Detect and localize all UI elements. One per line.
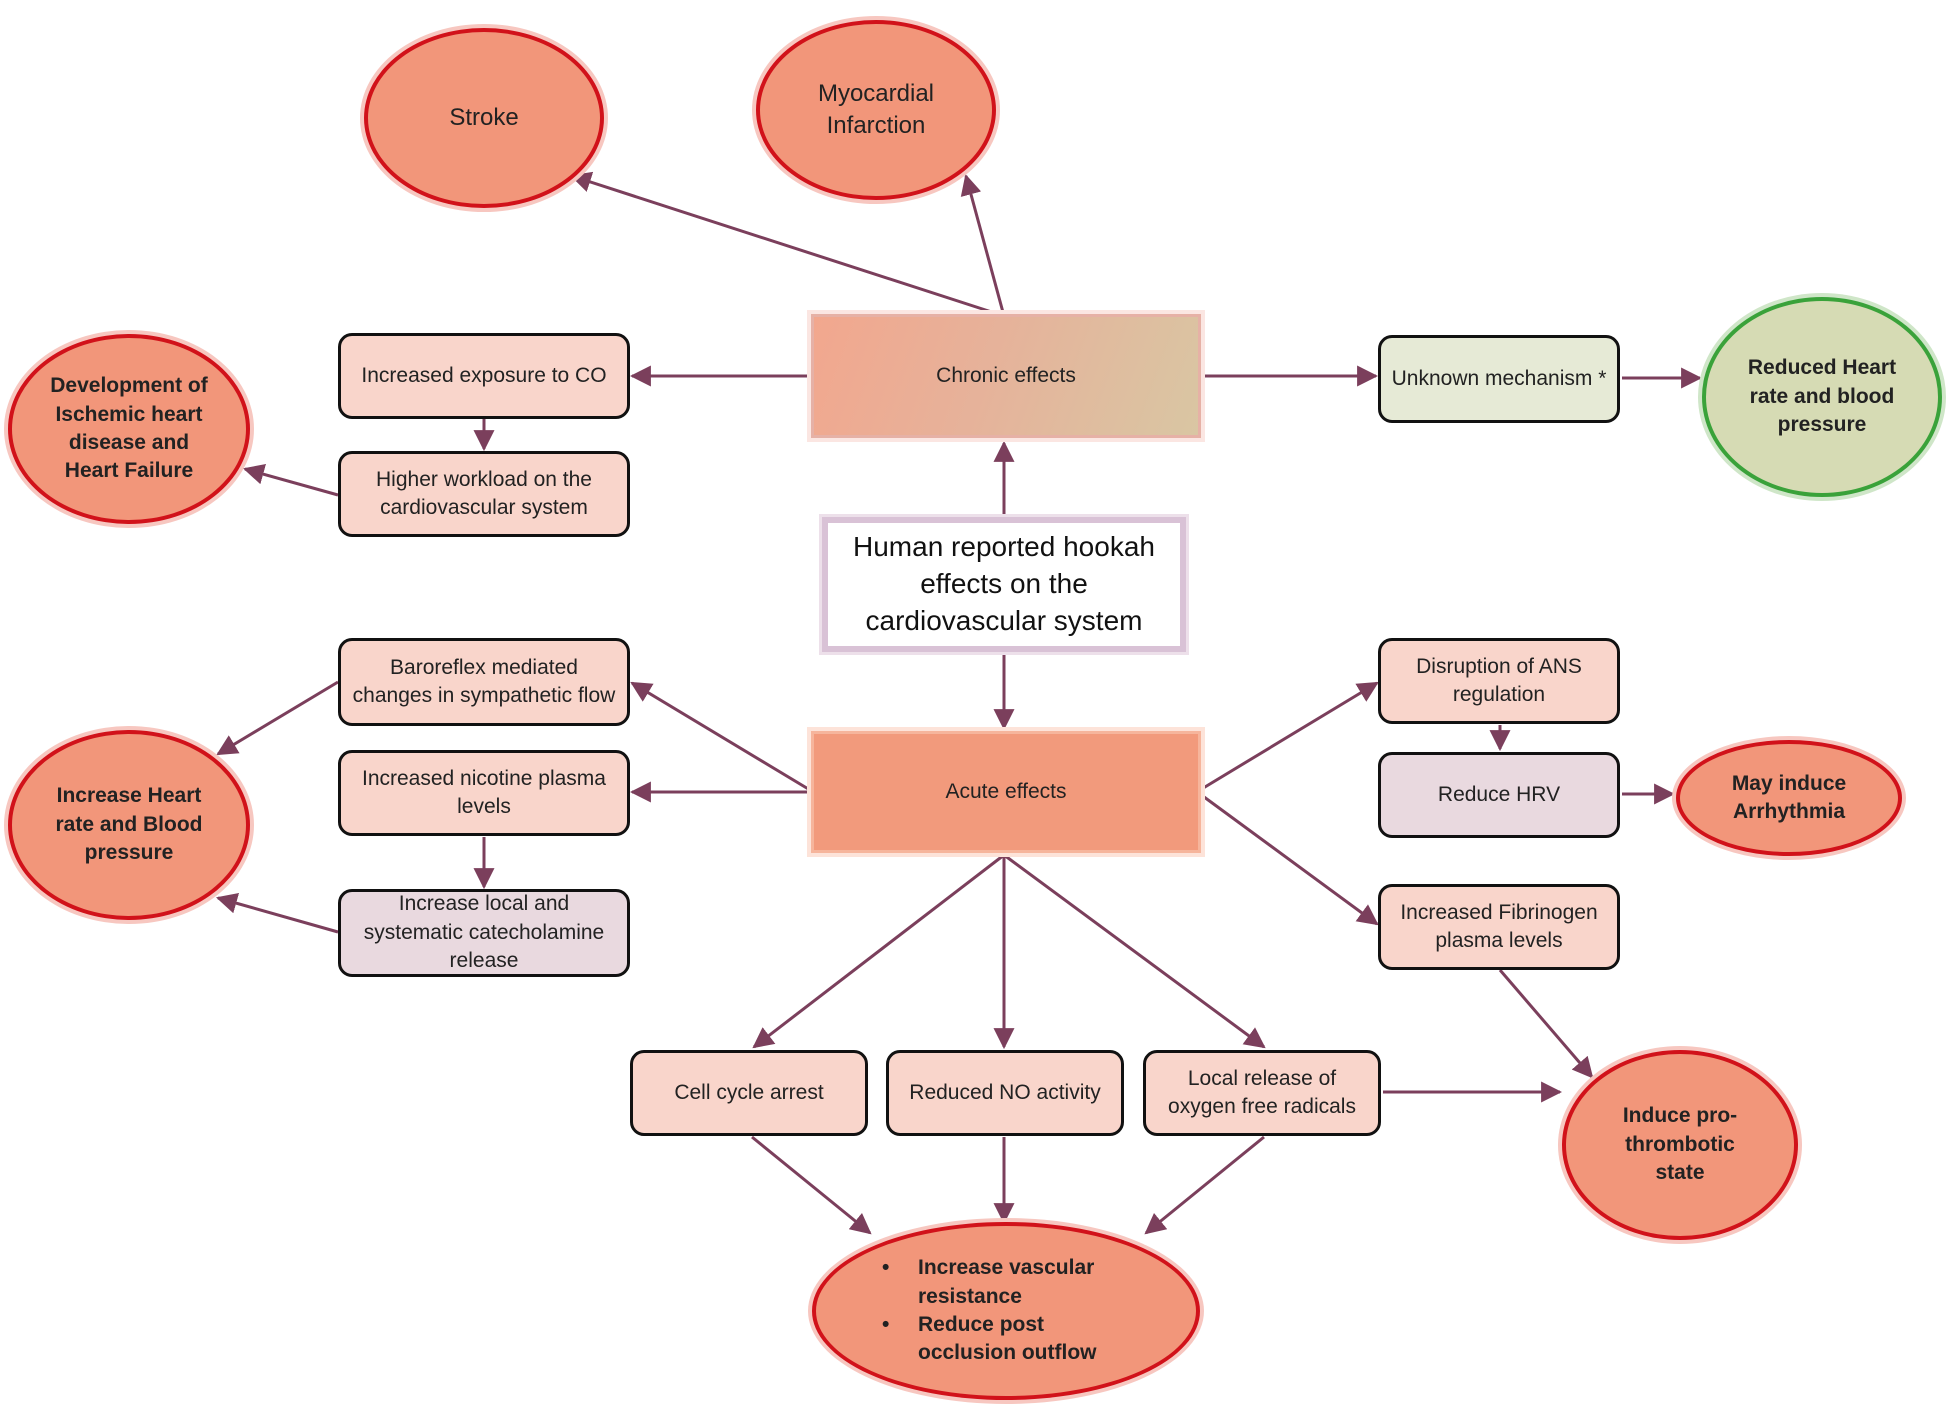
ans-box: Disruption of ANS regulation	[1378, 638, 1620, 724]
bullet-dot-icon: •	[882, 1313, 890, 1336]
nicotine-label: Increased nicotine plasma levels	[362, 766, 606, 818]
vascular-bullet-1: • Increase vascular resistance	[882, 1254, 1130, 1311]
arrow-acute-to-baroreflex	[630, 681, 811, 792]
unknown-mechanism-box: Unknown mechanism *	[1378, 335, 1620, 423]
reduced-hr-bp-label: Reduced Heart rate and blood pressure	[1747, 356, 1897, 437]
arrow-acute-to-ans	[1199, 681, 1379, 792]
vascular-bullet-2: • Reduce post occlusion outflow	[882, 1311, 1130, 1368]
arrow-fibrinogen-to-prothrombotic	[1498, 969, 1594, 1079]
ans-label: Disruption of ANS regulation	[1416, 654, 1582, 706]
vascular-outcome: • Increase vascular resistance • Reduce …	[812, 1222, 1200, 1400]
vascular-bullet-1-text: Increase vascular resistance	[918, 1256, 1095, 1308]
increase-hr-bp-label: Increase Heart rate and Blood pressure	[55, 784, 203, 865]
co-exposure-box: Increased exposure to CO	[338, 333, 630, 419]
myocardial-infarction-label: Myocardial Infarction	[817, 79, 935, 139]
arrow-workload-to-ischemic	[242, 463, 339, 497]
workload-label: Higher workload on the cardiovascular sy…	[376, 467, 592, 519]
bullet-dot-icon: •	[882, 1256, 890, 1280]
arrow-catecholamine-to-increase-hr	[215, 893, 339, 934]
radicals-label: Local release of oxygen free radicals	[1168, 1066, 1356, 1118]
diagram-title-text: Human reported hookah effects on the car…	[853, 531, 1155, 636]
fibrinogen-box: Increased Fibrinogen plasma levels	[1378, 884, 1620, 970]
no-activity-label: Reduced NO activity	[909, 1080, 1101, 1104]
arrow-cell-cycle-to-vascular	[751, 1135, 872, 1235]
myocardial-infarction-outcome: Myocardial Infarction	[756, 20, 996, 200]
baroreflex-label: Baroreflex mediated changes in sympathet…	[352, 655, 616, 707]
vascular-bullet-2-text: Reduce post occlusion outflow	[918, 1313, 1097, 1365]
chronic-effects-label: Chronic effects	[936, 364, 1076, 387]
hrv-box: Reduce HRV	[1378, 752, 1620, 838]
arrhythmia-label: May induce Arrhythmia	[1731, 771, 1847, 823]
diagram-title: Human reported hookah effects on the car…	[822, 517, 1186, 652]
prothrombotic-outcome: Induce pro-thrombotic state	[1562, 1050, 1798, 1240]
arrow-baroreflex-to-increase-hr	[216, 680, 339, 756]
arrow-acute-to-radicals	[1003, 853, 1266, 1049]
catecholamine-box: Increase local and systematic catecholam…	[338, 889, 630, 977]
arrow-chronic-to-mi	[960, 173, 1006, 317]
vascular-outcome-list: • Increase vascular resistance • Reduce …	[882, 1254, 1130, 1367]
prothrombotic-label: Induce pro-thrombotic state	[1622, 1104, 1738, 1185]
catecholamine-label: Increase local and systematic catecholam…	[363, 892, 605, 973]
cell-cycle-box: Cell cycle arrest	[630, 1050, 868, 1136]
stroke-outcome: Stroke	[364, 28, 604, 208]
arrow-acute-to-fibrinogen	[1199, 792, 1379, 926]
radicals-box: Local release of oxygen free radicals	[1143, 1050, 1381, 1136]
arrow-radicals-to-vascular	[1144, 1135, 1265, 1235]
cell-cycle-label: Cell cycle arrest	[674, 1080, 824, 1104]
ischemic-heart-disease-label: Development of Ischemic heart disease an…	[50, 374, 208, 483]
arrow-chronic-to-stroke	[570, 171, 1005, 318]
chronic-effects-node: Chronic effects	[811, 314, 1201, 438]
nicotine-box: Increased nicotine plasma levels	[338, 750, 630, 836]
stroke-label: Stroke	[449, 103, 519, 131]
acute-effects-label: Acute effects	[945, 780, 1067, 803]
workload-box: Higher workload on the cardiovascular sy…	[338, 451, 630, 537]
arrow-acute-to-cell-cycle	[752, 853, 1005, 1049]
reduced-hr-bp-outcome: Reduced Heart rate and blood pressure	[1702, 297, 1942, 497]
unknown-mechanism-label: Unknown mechanism *	[1391, 366, 1607, 390]
increase-hr-bp-outcome: Increase Heart rate and Blood pressure	[8, 730, 250, 920]
acute-effects-node: Acute effects	[811, 731, 1201, 853]
fibrinogen-label: Increased Fibrinogen plasma levels	[1400, 900, 1598, 952]
arrhythmia-outcome: May induce Arrhythmia	[1676, 740, 1902, 856]
hrv-label: Reduce HRV	[1437, 782, 1561, 806]
baroreflex-box: Baroreflex mediated changes in sympathet…	[338, 638, 630, 726]
no-activity-box: Reduced NO activity	[886, 1050, 1124, 1136]
co-exposure-label: Increased exposure to CO	[361, 363, 607, 387]
ischemic-heart-disease-outcome: Development of Ischemic heart disease an…	[8, 334, 250, 524]
